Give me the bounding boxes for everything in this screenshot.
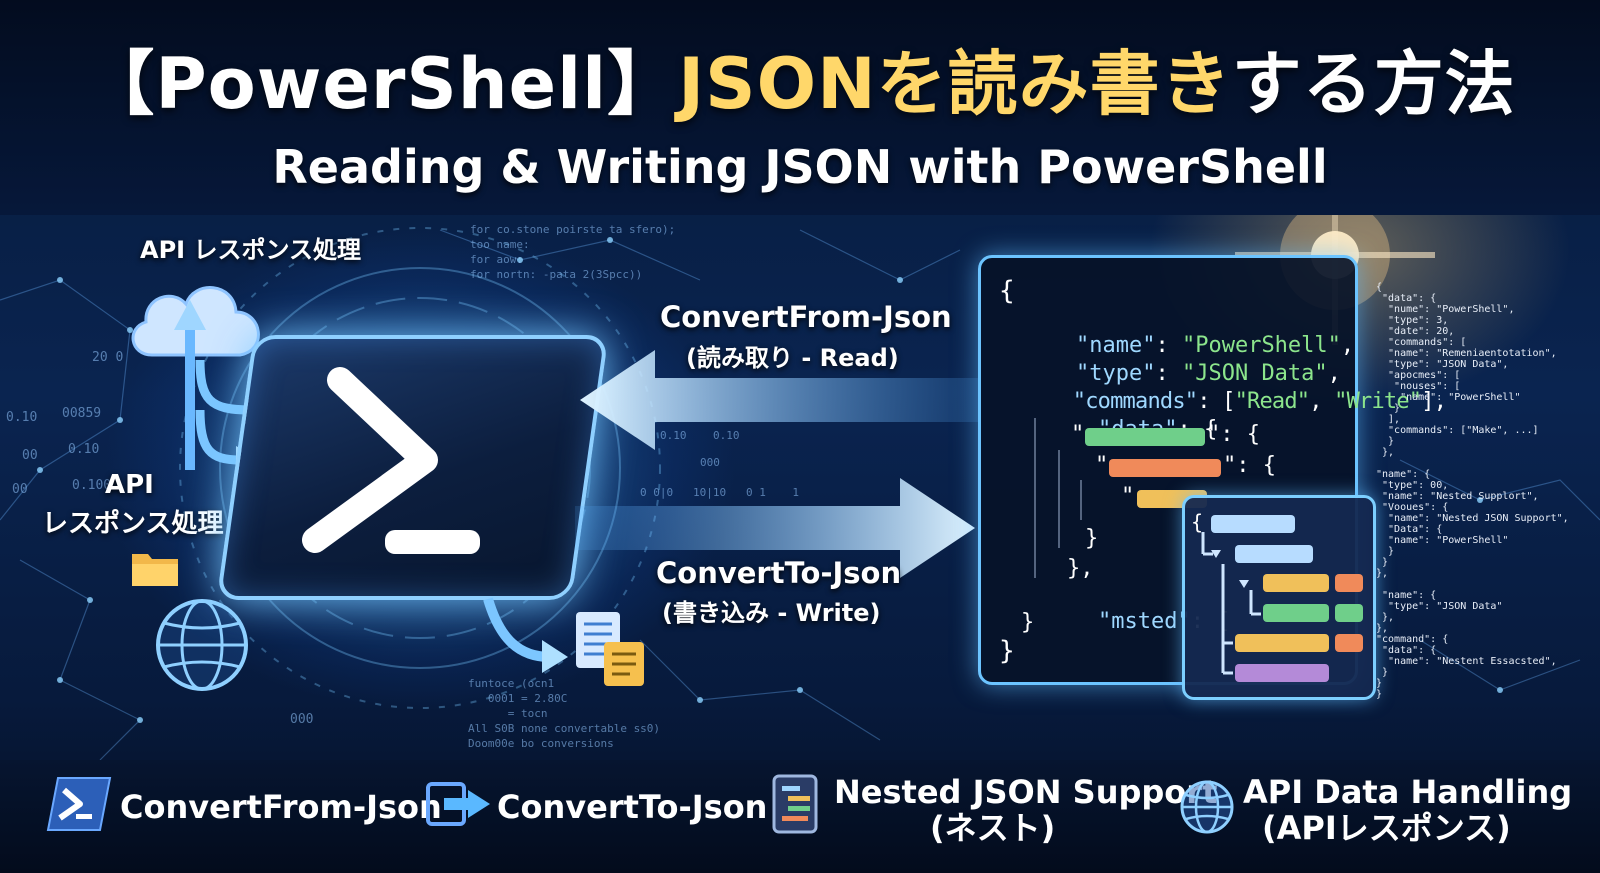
json-final-brace: } bbox=[999, 636, 1015, 666]
deco-number: 0.10 bbox=[68, 442, 100, 457]
nested-document-icon bbox=[772, 774, 818, 834]
tree-bar-green bbox=[1263, 604, 1329, 622]
json-close-brace: } bbox=[1085, 526, 1099, 551]
deco-number: 0.10 0.10 bbox=[660, 429, 740, 442]
convertto-arrow bbox=[575, 478, 975, 578]
deco-number: 0.100 bbox=[72, 478, 112, 493]
title-bracket-close: 】 bbox=[607, 43, 679, 125]
feature-api-line2: (APIレスポンス) bbox=[1262, 809, 1511, 847]
convertfrom-label: ConvertFrom-Json bbox=[660, 300, 952, 334]
convertfrom-arrow bbox=[580, 350, 980, 450]
deco-number: 00 bbox=[22, 448, 38, 463]
tree-brace: { bbox=[1191, 510, 1204, 534]
page-title: 【PowerShell】JSONを読み書きする方法 bbox=[0, 28, 1600, 129]
json-value: "PowerShell" bbox=[1181, 333, 1341, 358]
document-icon bbox=[576, 612, 644, 686]
powershell-prompt-icon bbox=[302, 367, 480, 554]
json-colon-brace: ": { bbox=[1207, 422, 1260, 447]
feature-api-line1: API Data Handling bbox=[1243, 773, 1573, 811]
feature-convertfrom: ConvertFrom-Json bbox=[120, 788, 442, 826]
deco-number: 00859 bbox=[62, 406, 102, 421]
json-open-brace: { bbox=[999, 276, 1015, 306]
title-rest: する方法 bbox=[1231, 43, 1516, 125]
json-code-panel: { "name": "PowerShell", "type": "JSON Da… bbox=[978, 255, 1447, 685]
title-bracket-open: 【 bbox=[84, 43, 156, 125]
tree-bar-yellow bbox=[1235, 634, 1329, 652]
folder-icon bbox=[132, 554, 178, 586]
json-key: "commands" bbox=[1072, 389, 1198, 414]
title-highlight: JSONを読み書き bbox=[678, 43, 1232, 125]
feature-nested-line2: (ネスト) bbox=[930, 809, 1056, 847]
json-quote: " bbox=[1121, 484, 1135, 509]
json-key: "name" bbox=[1075, 333, 1156, 358]
tree-bar-yellow bbox=[1263, 574, 1329, 592]
json-key: "msted" bbox=[1097, 609, 1191, 634]
tree-bar-blue bbox=[1211, 515, 1295, 533]
json-value: "Read" bbox=[1234, 389, 1310, 414]
globe-icon bbox=[1180, 780, 1234, 834]
api-label-left-2: レスポンス処理 bbox=[42, 509, 224, 539]
nested-bar-green bbox=[1085, 428, 1205, 446]
tree-bar-orange bbox=[1335, 634, 1363, 652]
deco-code-top: for co.stone poirste ta sfero); too name… bbox=[470, 223, 676, 281]
json-quote: " bbox=[1095, 453, 1109, 478]
convert-arrow-icon bbox=[426, 782, 490, 826]
deco-code-bottom: funtoce (ocn1 0001 = 2.80C = tocn All S0… bbox=[468, 677, 661, 750]
json-colon-brace: ": { bbox=[1223, 453, 1276, 478]
json-tree-panel: { bbox=[1182, 495, 1376, 700]
api-label-left-1: API bbox=[105, 470, 154, 500]
powershell-icon bbox=[46, 777, 112, 831]
convertfrom-sublabel: (読み取り - Read) bbox=[686, 344, 899, 372]
tree-structure bbox=[1201, 532, 1261, 675]
api-label-top: API レスポンス処理 bbox=[140, 236, 361, 264]
feature-nested-line1: Nested JSON Support bbox=[834, 773, 1218, 811]
globe-icon bbox=[156, 599, 248, 691]
output-arrow-icon bbox=[483, 597, 568, 673]
tree-bar-blue bbox=[1235, 545, 1313, 563]
convertto-sublabel: (書き込み - Write) bbox=[662, 599, 881, 627]
tree-bar-green bbox=[1335, 604, 1363, 622]
deco-number: 000 bbox=[290, 712, 314, 727]
deco-number: 20 0 bbox=[92, 350, 124, 365]
json-line-commands: "commands": ["Read", "Write"], bbox=[1072, 389, 1447, 414]
json-indent-guides bbox=[1034, 418, 1082, 578]
title-band bbox=[0, 0, 1600, 215]
deco-number: 00 bbox=[12, 482, 28, 497]
convertto-label: ConvertTo-Json bbox=[656, 556, 902, 590]
deco-number: 0 0|0 10|10 0 1 1 bbox=[640, 486, 799, 499]
tree-bar-orange bbox=[1335, 574, 1363, 592]
deco-number: 000 bbox=[700, 456, 720, 469]
json-line-type: "type": "JSON Data", bbox=[1075, 361, 1341, 386]
nested-bar-orange bbox=[1109, 459, 1221, 477]
json-quote: " bbox=[1071, 422, 1085, 447]
json-line-name: "name": "PowerShell", bbox=[1075, 333, 1355, 358]
page-subtitle: Reading & Writing JSON with PowerShell bbox=[272, 140, 1328, 194]
title-product: PowerShell bbox=[155, 43, 608, 125]
feature-convertto: ConvertTo-Json bbox=[497, 788, 768, 826]
json-close-brace: } bbox=[1021, 610, 1035, 635]
side-json-snippet: { "data": { "nume": "PowerShell", "type"… bbox=[1376, 282, 1569, 700]
json-value: "Write" bbox=[1334, 389, 1422, 414]
tree-bar-purple bbox=[1235, 664, 1329, 682]
json-value: "JSON Data" bbox=[1181, 361, 1328, 386]
json-key: "type" bbox=[1075, 361, 1156, 386]
deco-number: 0.10 bbox=[6, 410, 38, 425]
json-close-brace: }, bbox=[1067, 556, 1094, 581]
